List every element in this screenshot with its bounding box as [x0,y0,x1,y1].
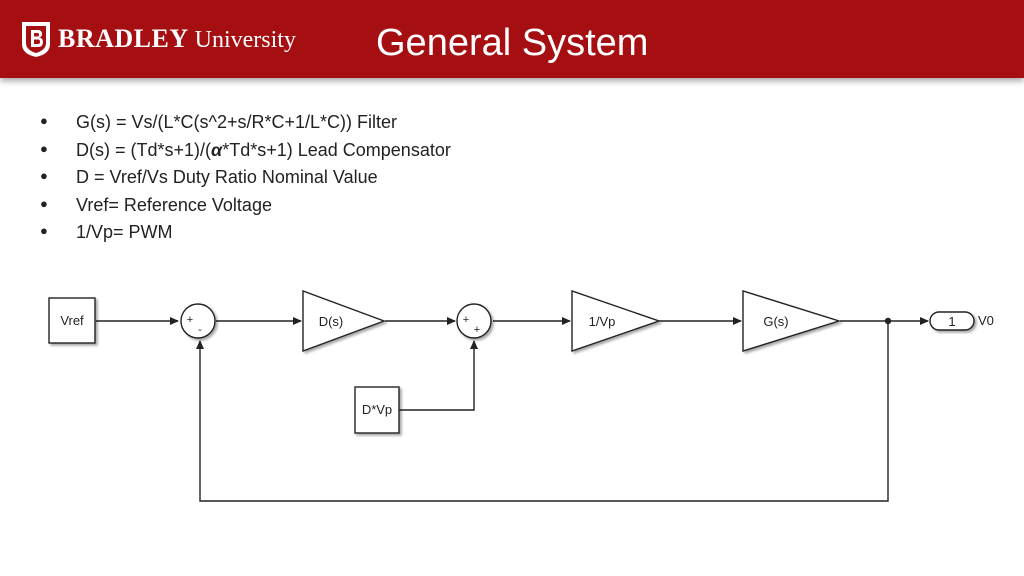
list-item: Vref= Reference Voltage [40,195,451,223]
bradley-shield-icon [22,22,50,57]
slide-title: General System [376,22,649,64]
bullet-text: Vref= Reference Voltage [76,194,272,215]
bullet-text-post: *Td*s+1) Lead Compensator [222,139,451,160]
compensator-label: D(s) [319,314,344,329]
sum2-sign-top: + [463,314,469,326]
block-diagram: Vref + - D(s) + + 1/Vp G(s) 1 V0 D*Vp [48,289,994,502]
sum-junction-1[interactable]: + - [180,303,216,339]
pwm-label: 1/Vp [589,314,616,329]
output-port[interactable]: 1 [929,311,975,331]
alpha-symbol: α [211,139,223,160]
output-signal-label: V0 [978,313,994,328]
list-item: 1/Vp= PWM [40,222,451,250]
list-item: D = Vref/Vs Duty Ratio Nominal Value [40,167,451,195]
bullet-text: D = Vref/Vs Duty Ratio Nominal Value [76,167,378,187]
pwm-gain-block[interactable]: 1/Vp [571,290,662,352]
plant-label: G(s) [763,314,788,329]
vref-source-block[interactable]: Vref [48,297,96,344]
logo-brand-suffix: University [194,27,296,53]
feedback-path [196,321,889,502]
list-item: G(s) = Vs/(L*C(s^2+s/R*C+1/L*C)) Filter [40,112,451,140]
logo-brand-name: BRADLEY [58,24,189,53]
sum2-sign-bottom: + [474,324,480,336]
definition-list: G(s) = Vs/(L*C(s^2+s/R*C+1/L*C)) Filter … [40,112,451,250]
plant-block[interactable]: G(s) [742,290,842,352]
list-item: D(s) = (Td*s+1)/(α*Td*s+1) Lead Compensa… [40,140,451,168]
bullet-text-pre: D(s) = (Td*s+1)/( [76,139,212,160]
sum-junction-2[interactable]: + + [456,303,492,339]
bullet-text: G(s) = Vs/(L*C(s^2+s/R*C+1/L*C)) Filter [76,112,398,132]
sum1-sign-top: + [187,314,193,326]
output-port-number: 1 [948,314,955,329]
compensator-block[interactable]: D(s) [302,289,387,353]
disturbance-block[interactable]: D*Vp [354,386,400,434]
disturbance-label: D*Vp [362,402,392,417]
bullet-text: 1/Vp= PWM [76,222,173,242]
vref-label: Vref [60,313,84,328]
sum1-sign-bottom: - [198,324,202,336]
branch-point [884,317,892,325]
signal-disturbance-to-sum2 [399,340,478,411]
